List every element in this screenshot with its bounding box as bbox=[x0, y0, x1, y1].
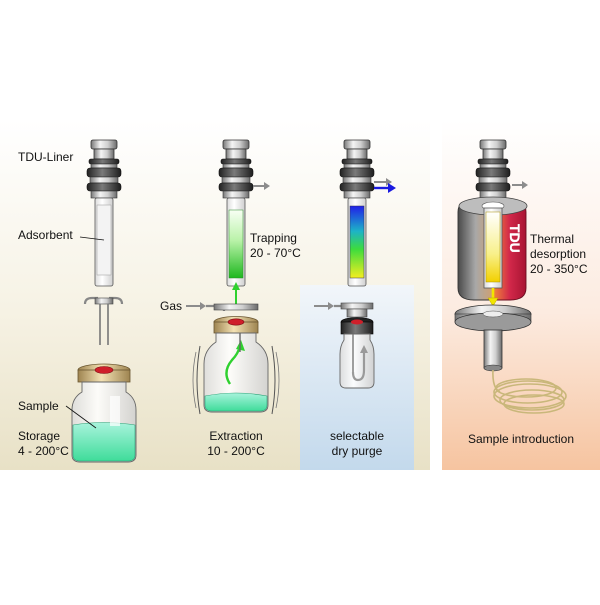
label-sample-introduction: Sample introduction bbox=[467, 432, 575, 446]
storage-needle-adapter bbox=[83, 296, 124, 345]
label-thermal-temp: 20 - 350°C bbox=[530, 262, 588, 276]
purge-liner bbox=[339, 139, 375, 287]
tdu-heater-label: TDU bbox=[507, 224, 523, 253]
gc-inlet bbox=[454, 304, 532, 372]
label-extraction: Extraction bbox=[209, 429, 263, 443]
label-trapping: Trapping bbox=[250, 231, 297, 245]
label-storage: Storage bbox=[18, 429, 61, 443]
purge-outlet-blue-arrow bbox=[374, 183, 396, 193]
extraction-green-flow-arrow bbox=[232, 282, 240, 304]
sample-storage-vial bbox=[71, 363, 137, 463]
extraction-outlet-arrow bbox=[253, 182, 270, 190]
purge-outlet-gray-arrow bbox=[374, 178, 392, 186]
desorption-liner bbox=[475, 139, 511, 199]
desorption-gray-arrow bbox=[512, 181, 528, 189]
extraction-vial bbox=[192, 303, 280, 415]
label-dry-purge: dry purge bbox=[331, 444, 383, 458]
tdu-heater: TDU bbox=[457, 196, 528, 301]
sample-leader-line bbox=[65, 405, 97, 429]
label-thermal: Thermal bbox=[530, 232, 575, 246]
purge-vial bbox=[334, 302, 375, 389]
label-storage-temp: 4 - 200°C bbox=[18, 444, 69, 458]
purge-inlet-arrow bbox=[314, 302, 334, 310]
extraction-liner bbox=[218, 139, 254, 287]
label-trapping-temp: 20 - 70°C bbox=[250, 246, 301, 260]
label-gas: Gas bbox=[160, 299, 183, 313]
gas-inlet-arrow bbox=[186, 302, 206, 310]
storage-liner bbox=[86, 139, 122, 287]
adsorbent-leader-line bbox=[79, 236, 105, 241]
label-adsorbent: Adsorbent bbox=[18, 228, 73, 242]
desorption-yellow-arrow bbox=[487, 288, 499, 307]
label-extraction-temp: 10 - 200°C bbox=[207, 444, 265, 458]
label-sample: Sample bbox=[18, 399, 59, 413]
label-tdu-liner: TDU-Liner bbox=[18, 150, 74, 164]
label-selectable: selectable bbox=[329, 429, 385, 443]
label-desorption: desorption bbox=[530, 247, 587, 261]
gc-capillary-column bbox=[492, 369, 567, 414]
